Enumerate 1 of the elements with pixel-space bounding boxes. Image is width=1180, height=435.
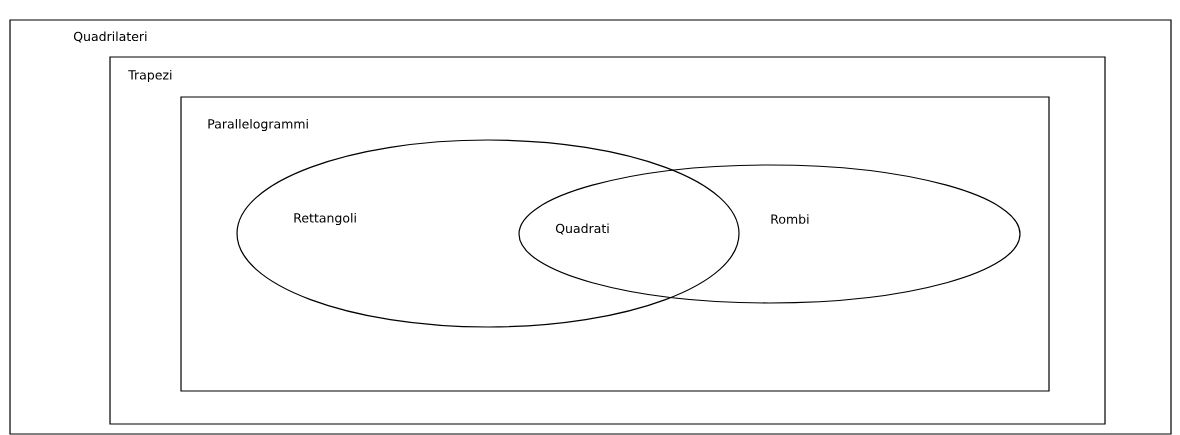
region-label: Quadrati (555, 223, 609, 235)
